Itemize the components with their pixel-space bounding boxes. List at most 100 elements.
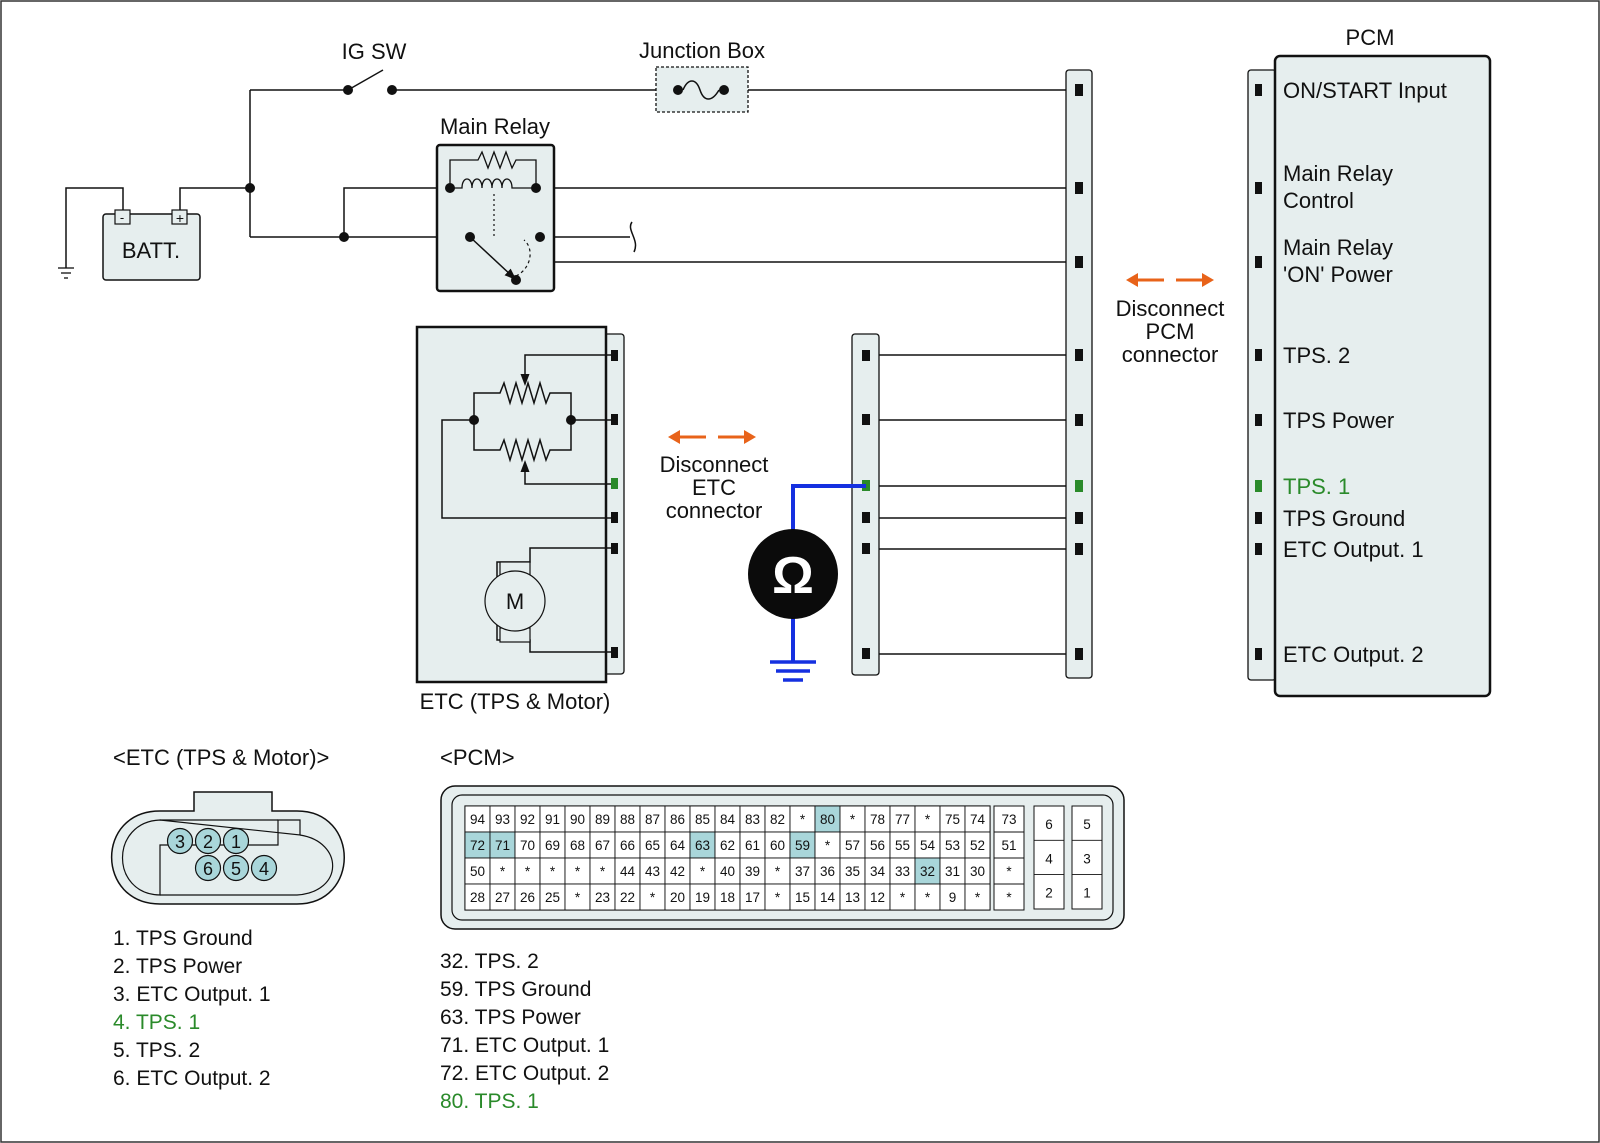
pcm-grid-cell xyxy=(714,883,741,911)
pcm-grid-cell xyxy=(864,883,891,911)
pcm-grid-label: * xyxy=(925,812,931,827)
battery: - + BATT. xyxy=(102,209,201,281)
pcm-grid-label: 85 xyxy=(695,812,710,827)
disconnect-pcm-line3: connector xyxy=(1122,342,1219,367)
pcm-grid-label: 82 xyxy=(770,812,785,827)
pcm-grid-cell xyxy=(789,857,816,885)
pcm-legend-item: 63. TPS Power xyxy=(440,1006,581,1029)
pcm-side-label: 51 xyxy=(1001,838,1016,853)
pcm-grid-label: 42 xyxy=(670,864,685,879)
pcm-grid-label: 53 xyxy=(945,838,960,853)
etc-pin-number: 1 xyxy=(231,832,241,852)
pcm-small-block-label: 4 xyxy=(1045,851,1053,866)
pcm-grid-label: * xyxy=(550,864,556,879)
pcm-grid-label: 17 xyxy=(745,890,760,905)
pcm-grid-cell xyxy=(689,883,716,911)
pcm-grid-label: 74 xyxy=(970,812,986,827)
pcm-grid-label: * xyxy=(600,864,606,879)
harness-wiring xyxy=(866,354,1079,655)
pcm-grid-label: 75 xyxy=(945,812,960,827)
etc-pin-legend: 1. TPS Ground 2. TPS Power 3. ETC Output. … xyxy=(113,927,271,1090)
pcm-grid-label: 22 xyxy=(620,890,635,905)
pcm-grid-label: 26 xyxy=(520,890,535,905)
pcm-side-label: * xyxy=(1006,864,1012,879)
pcm-pin-label: 'ON' Power xyxy=(1283,262,1393,287)
pcm-grid-label: 44 xyxy=(620,864,636,879)
pcm-pin-label: Main Relay xyxy=(1283,161,1393,186)
junction-box-label: Junction Box xyxy=(639,38,765,63)
pcm-pin-label: TPS Power xyxy=(1283,408,1394,433)
etc-legend-item: 1. TPS Ground xyxy=(113,927,253,950)
junction-box xyxy=(655,66,749,113)
main-relay xyxy=(435,143,556,293)
pcm-grid-cell xyxy=(914,883,941,911)
pcm-grid-label: 43 xyxy=(645,864,660,879)
pcm-side-label: 73 xyxy=(1001,812,1016,827)
pcm-grid-cell xyxy=(864,831,891,859)
pcm-grid-label: * xyxy=(900,890,906,905)
pcm-grid-cell xyxy=(714,831,741,859)
pcm-grid-label: * xyxy=(975,890,981,905)
etc-legend-item: 2. TPS Power xyxy=(113,955,242,978)
ohmmeter: Ω xyxy=(748,484,866,682)
disconnect-etc-line3: connector xyxy=(666,498,763,523)
pcm-grid-cell xyxy=(514,805,541,833)
pcm-pin xyxy=(1255,414,1262,426)
pcm-grid-label: * xyxy=(650,890,656,905)
pcm-grid-label: 92 xyxy=(520,812,535,827)
etc-legend-item: 6. ETC Output. 2 xyxy=(113,1067,271,1090)
pcm-grid-cell xyxy=(889,805,916,833)
pcm-grid-label: * xyxy=(575,864,581,879)
pcm-grid-cell xyxy=(639,831,666,859)
pcm-grid-cell xyxy=(714,857,741,885)
pcm-module xyxy=(1247,54,1492,698)
pcm-grid-label: 78 xyxy=(870,812,885,827)
pcm-grid-cell xyxy=(764,857,791,885)
pcm-small-block-label: 1 xyxy=(1083,886,1091,901)
pcm-grid-label: 9 xyxy=(949,890,957,905)
pcm-grid-cell xyxy=(889,883,916,911)
etc-legend-item: 4. TPS. 1 xyxy=(113,1011,200,1034)
pcm-small-block-label: 6 xyxy=(1045,817,1053,832)
pcm-grid-label: 50 xyxy=(470,864,485,879)
etc-pin-number: 3 xyxy=(175,832,185,852)
pcm-grid-label: 69 xyxy=(545,838,560,853)
pcm-grid-label: 66 xyxy=(620,838,635,853)
pcm-grid-cell xyxy=(589,857,616,885)
pcm-grid-label: 80 xyxy=(820,812,835,827)
etc-caption: ETC (TPS & Motor) xyxy=(420,689,611,714)
pcm-grid-label: 32 xyxy=(920,864,935,879)
pcm-grid-label: 23 xyxy=(595,890,610,905)
pcm-grid-cell xyxy=(739,831,766,859)
pcm-grid-label: 27 xyxy=(495,890,510,905)
pcm-grid-cell xyxy=(764,883,791,911)
disconnect-etc-line2: ETC xyxy=(692,475,736,500)
pcm-grid-label: 89 xyxy=(595,812,610,827)
pcm-grid-label: * xyxy=(850,812,856,827)
pcm-grid-cell xyxy=(664,805,691,833)
pcm-grid-cell xyxy=(814,831,841,859)
disconnect-pcm-line1: Disconnect xyxy=(1116,296,1225,321)
pcm-grid-cell xyxy=(664,883,691,911)
pcm-pin xyxy=(1255,480,1262,492)
pcm-pin xyxy=(1255,543,1262,555)
ohm-symbol: Ω xyxy=(772,547,814,605)
pcm-grid-label: 19 xyxy=(695,890,710,905)
pcm-grid-label: 93 xyxy=(495,812,510,827)
etc-pin-number: 5 xyxy=(231,859,241,879)
disconnect-pcm-line2: PCM xyxy=(1146,319,1195,344)
pcm-grid-cell xyxy=(789,883,816,911)
pcm-grid-label: 12 xyxy=(870,890,885,905)
pcm-grid-label: 28 xyxy=(470,890,485,905)
etc-harness-connector xyxy=(851,333,880,676)
etc-legend-item: 3. ETC Output. 1 xyxy=(113,983,271,1006)
ohm-icon xyxy=(748,529,838,619)
battery-label: BATT. xyxy=(122,238,180,263)
pcm-grid-label: 70 xyxy=(520,838,535,853)
pcm-grid-cell xyxy=(489,883,516,911)
pcm-grid-cell xyxy=(539,857,566,885)
